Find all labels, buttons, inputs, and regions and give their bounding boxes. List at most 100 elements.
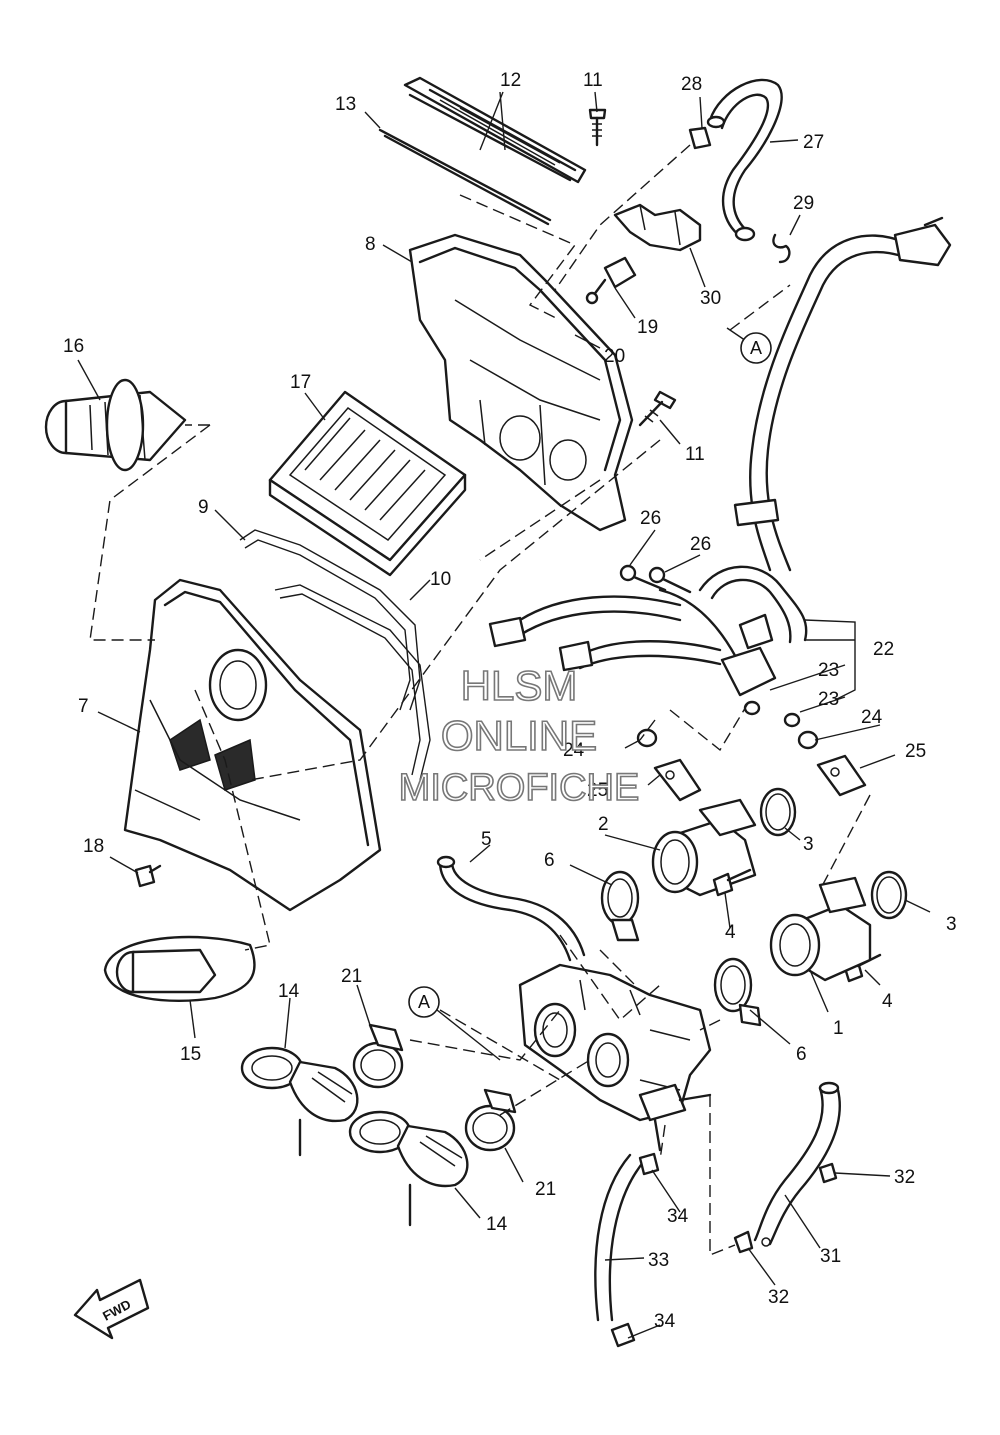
part-oring-23-b <box>783 712 801 728</box>
part-hose-upper <box>733 216 952 572</box>
callout-4b: 4 <box>882 991 893 1012</box>
part-clamp-21-a <box>352 1023 404 1089</box>
watermark-line-3: MICROFICHE <box>399 767 640 809</box>
callout-25a: 25 <box>587 780 608 801</box>
callout-17: 17 <box>290 372 311 393</box>
part-bracket-25-a <box>653 758 702 802</box>
callout-29: 29 <box>793 193 814 214</box>
part-screw-11-top <box>588 108 607 147</box>
part-throttle-body <box>518 963 712 1152</box>
part-grommet-24-a <box>636 728 658 748</box>
part-clip-34-a <box>638 1152 660 1176</box>
dashed-assembly-lines <box>89 144 871 1257</box>
callout-26a: 26 <box>640 508 661 529</box>
part-joint-14-b <box>348 1110 469 1227</box>
callout-23a: 23 <box>818 660 839 681</box>
callout-19: 19 <box>637 317 658 338</box>
part-strip-13 <box>378 128 552 226</box>
part-airbox-upper-8 <box>408 233 634 532</box>
part-sensor-19 <box>585 256 637 305</box>
part-cover-plate-12 <box>403 76 587 184</box>
part-clamp-6-b <box>713 957 762 1027</box>
part-airbox-lower-7 <box>123 578 382 912</box>
part-oring-3-b <box>870 870 908 920</box>
callout-23b: 23 <box>818 689 839 710</box>
callout-21b: 21 <box>535 1179 556 1200</box>
part-hose-assembly-22 <box>488 565 808 697</box>
watermark: HLSM ONLINE MICROFICHE <box>398 661 640 810</box>
reference-a-upper: A <box>726 327 772 364</box>
callout-30: 30 <box>700 288 721 309</box>
callout-9: 9 <box>198 497 209 518</box>
callout-8: 8 <box>365 234 376 255</box>
callout-20: 20 <box>604 346 625 367</box>
watermark-line-2: ONLINE <box>441 712 597 759</box>
part-screw-26-a <box>619 564 667 592</box>
part-seal-9 <box>239 529 421 711</box>
part-oring-3-a <box>759 787 797 837</box>
part-bolt-18 <box>134 864 162 888</box>
callout-34a: 34 <box>667 1206 689 1227</box>
callout-3b: 3 <box>946 914 957 935</box>
callout-32a: 32 <box>894 1167 915 1188</box>
callout-28: 28 <box>681 74 702 95</box>
fwd-arrow: FWD <box>73 1278 150 1340</box>
callout-12: 12 <box>500 70 521 91</box>
callout-33: 33 <box>648 1250 669 1271</box>
callout-6a: 6 <box>544 850 555 871</box>
part-clip-29 <box>772 233 791 264</box>
callout-26b: 26 <box>690 534 711 555</box>
part-bracket-30 <box>613 203 702 252</box>
callout-21a: 21 <box>341 966 362 987</box>
reference-a-lower: A <box>408 986 501 1061</box>
part-screw-26-b <box>648 566 692 594</box>
callout-3a: 3 <box>803 834 814 855</box>
callout-11b: 11 <box>685 444 705 465</box>
callout-15: 15 <box>180 1044 201 1065</box>
part-duct-15 <box>103 935 256 1002</box>
callout-1: 1 <box>833 1018 844 1039</box>
callout-4a: 4 <box>725 922 736 943</box>
part-clip-28 <box>688 126 712 150</box>
callout-32b: 32 <box>768 1287 789 1308</box>
part-screw-11-mid <box>638 390 677 427</box>
part-duct-16 <box>44 378 187 472</box>
callout-14a: 14 <box>278 981 300 1002</box>
watermark-line-1: HLSM <box>461 662 578 709</box>
part-hose-31 <box>753 1081 841 1246</box>
callout-25b: 25 <box>905 741 926 762</box>
part-bolt-4-a <box>712 868 752 897</box>
callout-labels: 1 2 3 3 4 4 5 6 6 7 8 9 10 11 11 12 13 1… <box>63 70 957 1332</box>
part-hose-33 <box>594 1153 647 1322</box>
part-filter-17 <box>268 390 467 577</box>
part-grommet-24-b <box>797 730 819 750</box>
part-clip-32-b <box>733 1230 771 1254</box>
part-joint-1 <box>769 876 872 982</box>
part-clip-34-b <box>610 1322 636 1348</box>
callout-22: 22 <box>873 639 894 660</box>
callout-18: 18 <box>83 836 104 857</box>
callout-2: 2 <box>598 814 609 835</box>
part-hose-5 <box>436 855 586 962</box>
callout-34b: 34 <box>654 1311 676 1332</box>
callout-6b: 6 <box>796 1044 807 1065</box>
callout-16: 16 <box>63 336 84 357</box>
callout-31: 31 <box>820 1246 841 1267</box>
callout-24a: 24 <box>563 740 585 761</box>
callout-13: 13 <box>335 94 356 115</box>
part-clip-32-a <box>818 1162 838 1184</box>
callout-14b: 14 <box>486 1214 508 1235</box>
part-bracket-25-b <box>816 754 867 797</box>
part-joint-14-a <box>240 1046 359 1157</box>
callout-7: 7 <box>78 696 89 717</box>
reference-a-upper-letter: A <box>750 338 762 358</box>
callout-10: 10 <box>430 569 451 590</box>
reference-a-lower-letter: A <box>418 992 430 1012</box>
part-clamp-21-b <box>464 1088 517 1152</box>
part-seal-10 <box>274 584 431 781</box>
callout-27: 27 <box>803 132 824 153</box>
callout-24b: 24 <box>861 707 883 728</box>
leader-lines <box>77 91 931 1339</box>
callout-11a: 11 <box>583 70 603 91</box>
